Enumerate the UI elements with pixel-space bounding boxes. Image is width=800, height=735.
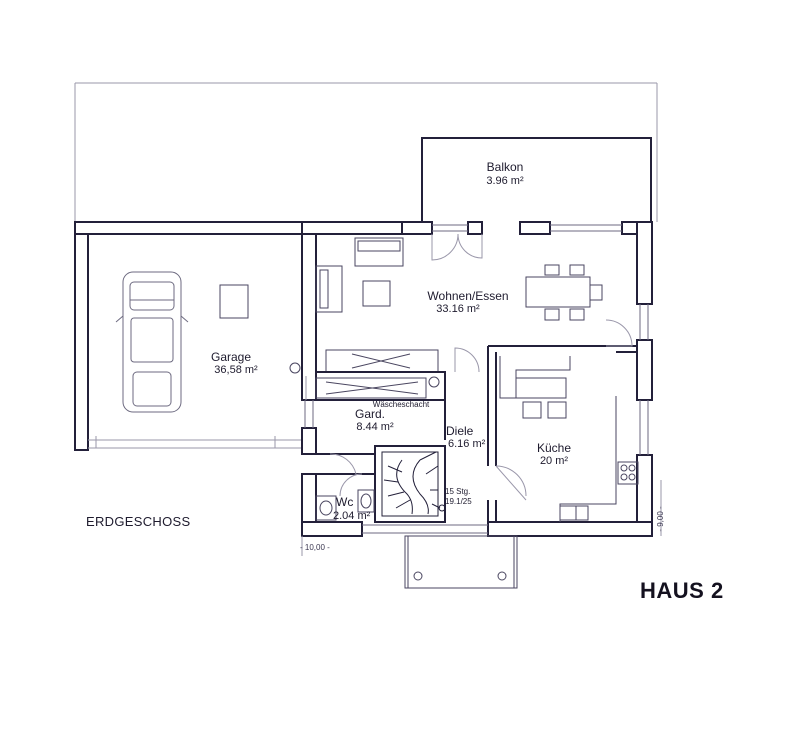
- balcony-outline: [421, 137, 652, 222]
- laundry-chute: [315, 376, 440, 399]
- balcony-doors: [431, 233, 483, 261]
- windows: [304, 224, 649, 534]
- wc-area: 2.04 m²: [333, 510, 371, 522]
- wc-fixtures: [315, 489, 375, 521]
- depth-dimension: - 9,00 -: [656, 506, 665, 532]
- kueche-name: Küche: [536, 441, 572, 455]
- garage-name: Garage: [210, 350, 252, 364]
- kueche-area: 20 m²: [539, 455, 569, 467]
- staircase: [374, 445, 446, 523]
- kitchen-furniture: [499, 356, 639, 522]
- interior-doors: [305, 319, 633, 501]
- car-symbol: [115, 271, 189, 413]
- width-dimension: - 10,00 -: [300, 543, 330, 552]
- balkon-name: Balkon: [486, 160, 524, 174]
- house-outer-walls: [301, 221, 653, 537]
- interior-walls: [316, 345, 637, 522]
- site-outline: [74, 82, 658, 222]
- garage-door-post: [289, 362, 301, 374]
- stair-steps-label: 15 Stg.: [445, 487, 471, 496]
- diele-area: 6.16 m²: [448, 438, 486, 450]
- dimension-lines: [301, 480, 662, 556]
- balkon-area: 3.96 m²: [486, 175, 524, 187]
- wc-name: Wc: [336, 495, 354, 509]
- house-title: HAUS 2: [640, 578, 724, 603]
- diele-name: Diele: [446, 424, 474, 438]
- gard-area: 8.44 m²: [356, 421, 394, 433]
- wohnen-area: 33.16 m²: [436, 303, 480, 315]
- gard-name: Gard.: [354, 407, 385, 421]
- wohnen-name: Wohnen/Essen: [427, 289, 509, 303]
- garage-area: 36,58 m²: [214, 364, 258, 376]
- garage-box: [219, 284, 249, 319]
- floor-title: ERDGESCHOSS: [86, 514, 191, 529]
- waescheschacht-label: Wäscheschacht: [372, 400, 430, 409]
- garage-walls: [74, 221, 306, 451]
- stair-ratio-label: 19.1/25: [445, 497, 472, 506]
- entrance-steps: [404, 535, 518, 589]
